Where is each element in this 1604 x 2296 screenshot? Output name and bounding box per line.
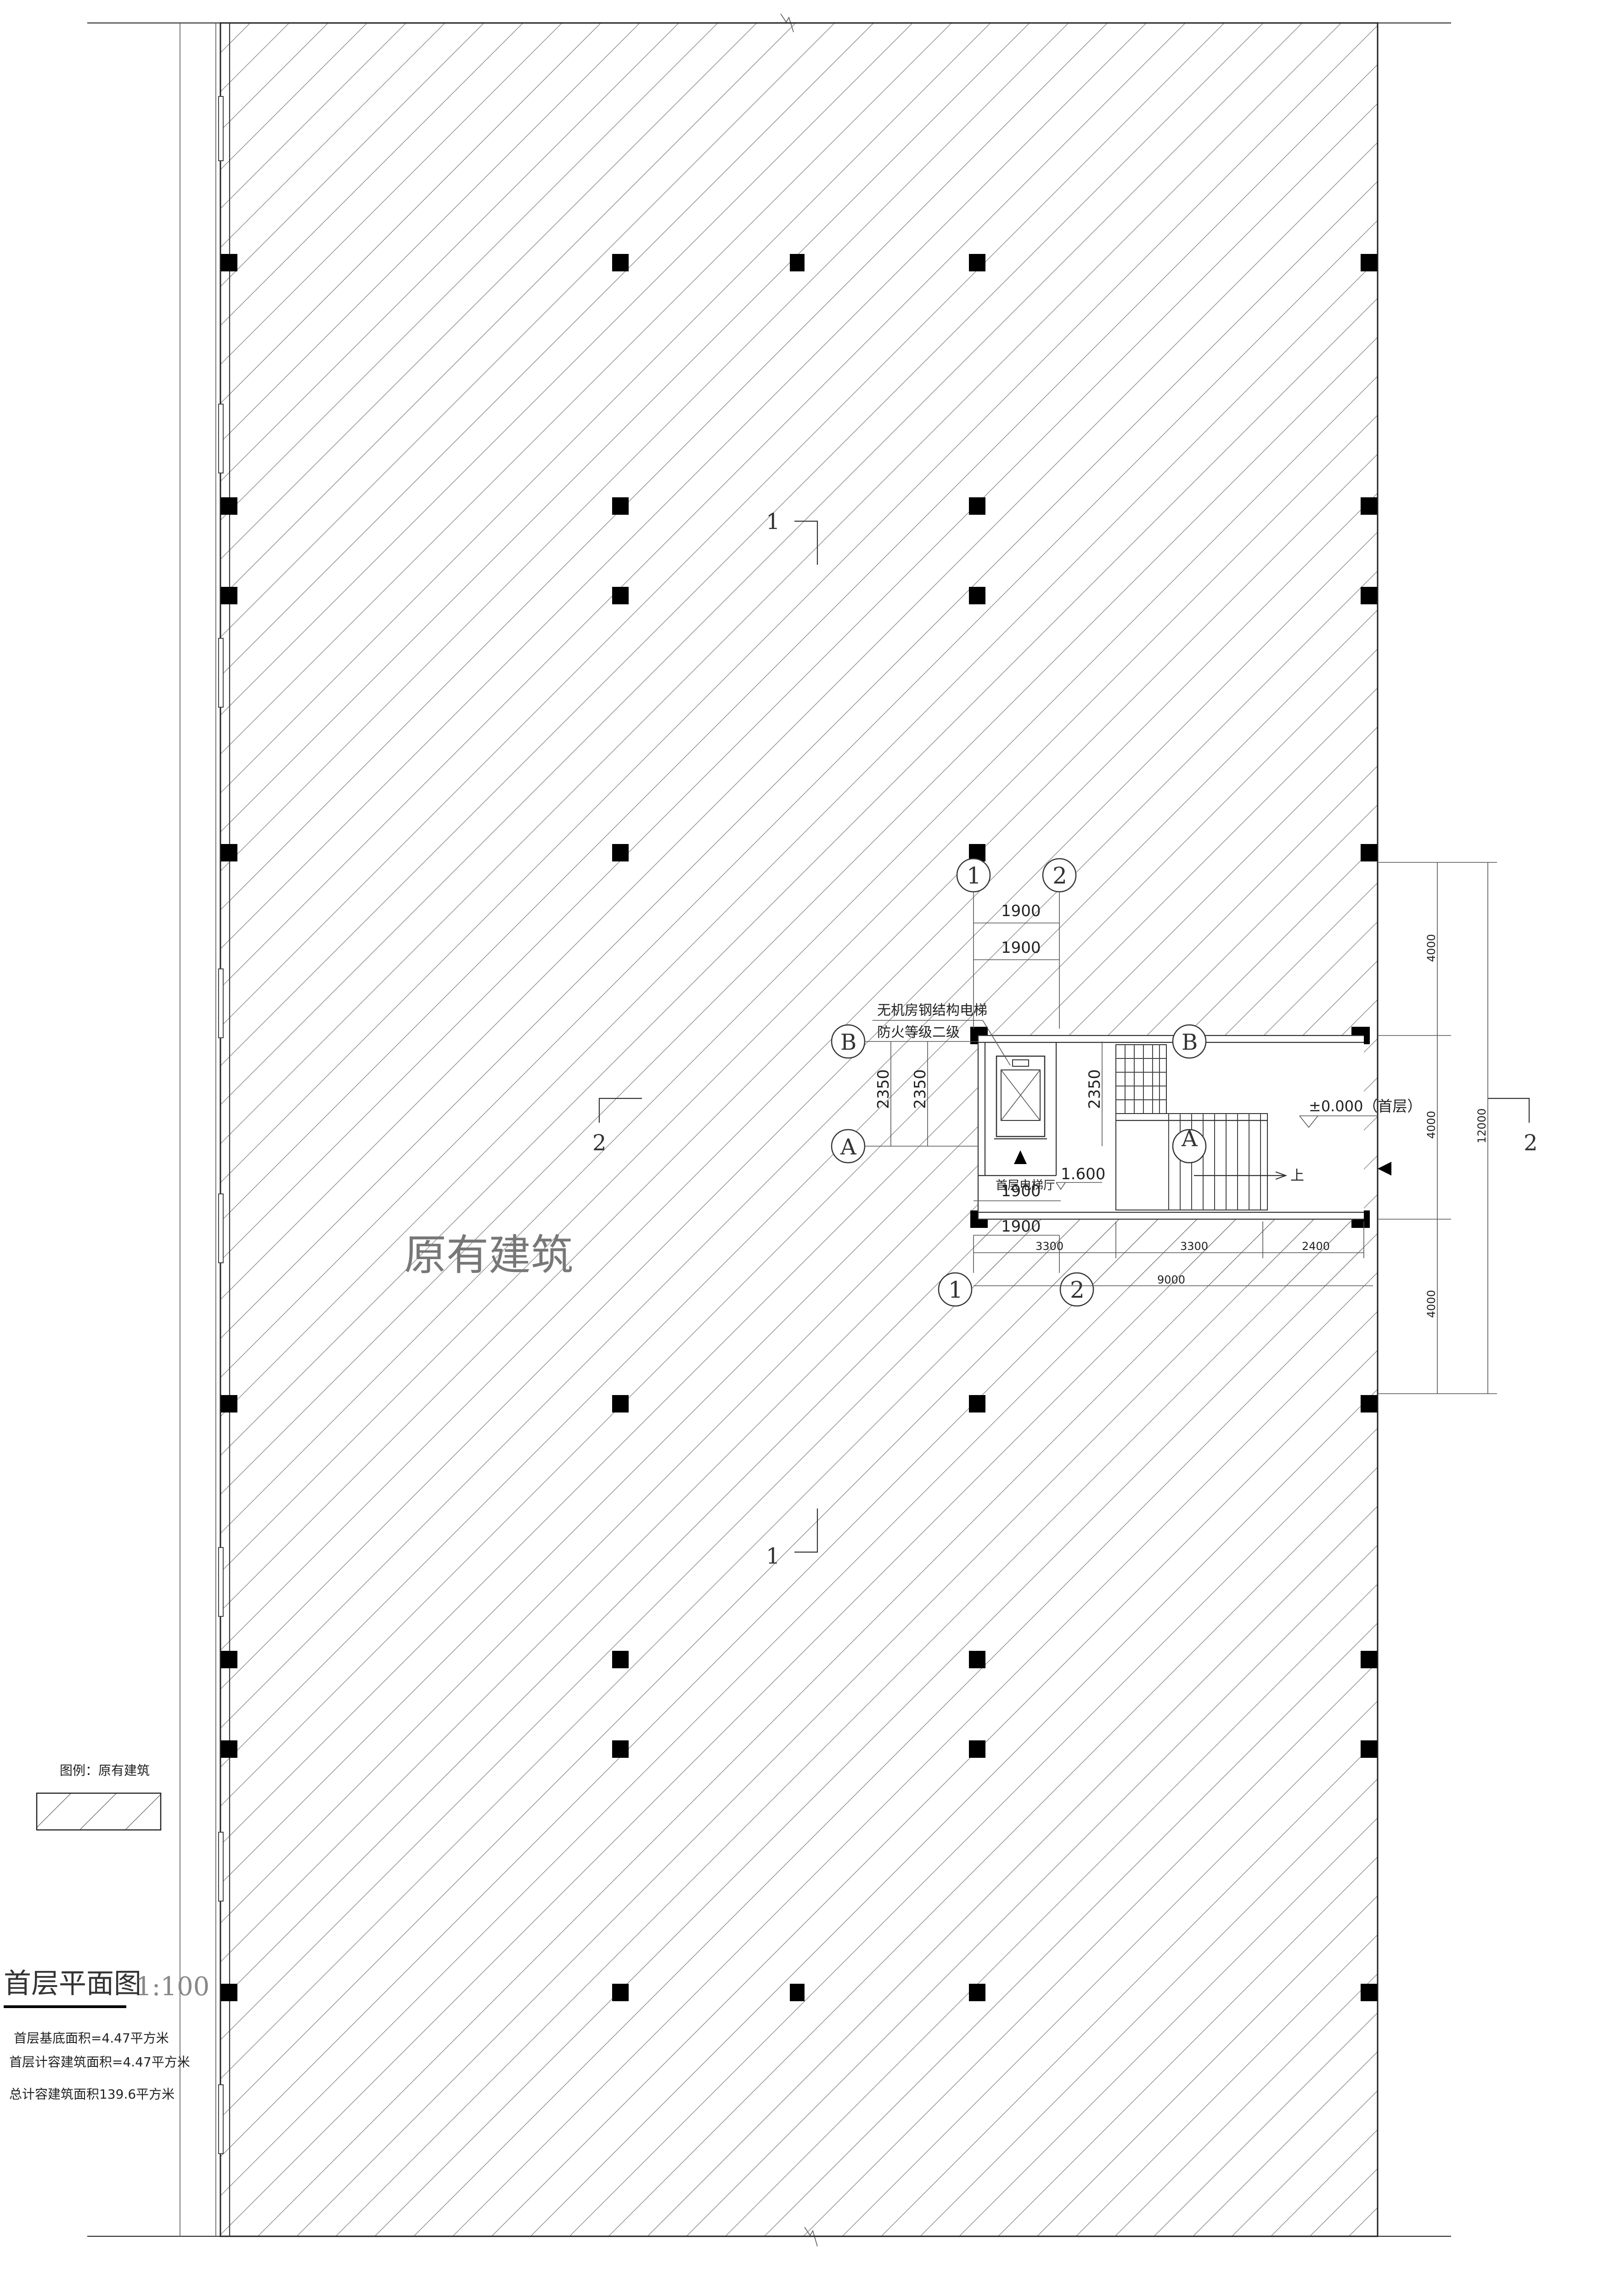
area-note-2: 首层计容建筑面积=4.47平方米 bbox=[9, 2054, 190, 2070]
axis-A-right: A bbox=[1181, 1126, 1198, 1152]
section-2-left-label: 2 bbox=[592, 1130, 607, 1156]
dim-2350-a: 2350 bbox=[874, 1069, 893, 1109]
dim-1900-b: 1900 bbox=[1001, 939, 1041, 957]
section-1-bottom-label: 1 bbox=[766, 1543, 780, 1569]
dim-1900-c: 1900 bbox=[1001, 1182, 1041, 1200]
elevator-note-line2: 防火等级二级 bbox=[877, 1024, 960, 1041]
axis-B-left: B bbox=[840, 1030, 856, 1055]
axis-A-left: A bbox=[840, 1134, 857, 1160]
wall-window-marks bbox=[218, 96, 224, 2154]
step-level-mark: 1.600 bbox=[1061, 1165, 1105, 1183]
dim-2350-b: 2350 bbox=[911, 1069, 929, 1109]
section-2-right-label: 2 bbox=[1524, 1130, 1538, 1156]
dim-2350-c: 2350 bbox=[1086, 1069, 1104, 1109]
title-block: 首层平面图 1:100 首层基底面积=4.47平方米 首层计容建筑面积=4.47… bbox=[4, 1968, 209, 2102]
area-note-1: 首层基底面积=4.47平方米 bbox=[14, 2031, 169, 2046]
legend: 图例：原有建筑 bbox=[36, 1763, 162, 1831]
stair-up-label: 上 bbox=[1290, 1168, 1304, 1184]
dim-2400: 2400 bbox=[1302, 1240, 1330, 1253]
dimension-lines bbox=[865, 862, 1497, 1394]
axis-bubbles: 1 2 1 2 B A B A bbox=[831, 858, 1207, 1307]
dim-1900-d: 1900 bbox=[1001, 1217, 1041, 1236]
drawing-scale: 1:100 bbox=[135, 1972, 209, 2002]
dim-9000: 9000 bbox=[1157, 1273, 1185, 1286]
area-note-3: 总计容建筑面积139.6平方米 bbox=[9, 2087, 174, 2102]
entrance-arrow-icon bbox=[1014, 1150, 1027, 1164]
building-label: 原有建筑 bbox=[404, 1231, 573, 1280]
legend-label: 图例：原有建筑 bbox=[60, 1763, 150, 1778]
drawing-title: 首层平面图 bbox=[4, 1968, 141, 2000]
axis-1-bottom: 1 bbox=[948, 1277, 963, 1303]
dim-1900-a: 1900 bbox=[1001, 902, 1041, 920]
axis-2-top: 2 bbox=[1052, 862, 1067, 889]
dim-3300-a: 3300 bbox=[1036, 1240, 1064, 1253]
elevator-hall-label: 首层电梯厅 bbox=[996, 1179, 1055, 1193]
ground-level-mark: ±0.000（首层） bbox=[1309, 1097, 1422, 1115]
section-1-top-label: 1 bbox=[766, 509, 780, 535]
entry-arrow-icon bbox=[1378, 1162, 1391, 1176]
dim-4000-mid: 4000 bbox=[1425, 1111, 1438, 1139]
elevator-addition bbox=[977, 1035, 1391, 1288]
section-markers: 1 1 2 2 bbox=[592, 509, 1538, 1569]
axis-2-bottom: 2 bbox=[1070, 1277, 1085, 1303]
dim-4000-bottom: 4000 bbox=[1425, 1290, 1438, 1318]
axis-B-right: B bbox=[1182, 1030, 1198, 1055]
legend-hatch-swatch bbox=[36, 1792, 162, 1831]
elevator-note-line1: 无机房钢结构电梯 bbox=[877, 1002, 987, 1019]
axis-1-top: 1 bbox=[967, 862, 981, 889]
dim-12000: 12000 bbox=[1475, 1109, 1488, 1143]
dim-4000-top: 4000 bbox=[1425, 934, 1438, 962]
dim-3300-b: 3300 bbox=[1180, 1240, 1208, 1253]
